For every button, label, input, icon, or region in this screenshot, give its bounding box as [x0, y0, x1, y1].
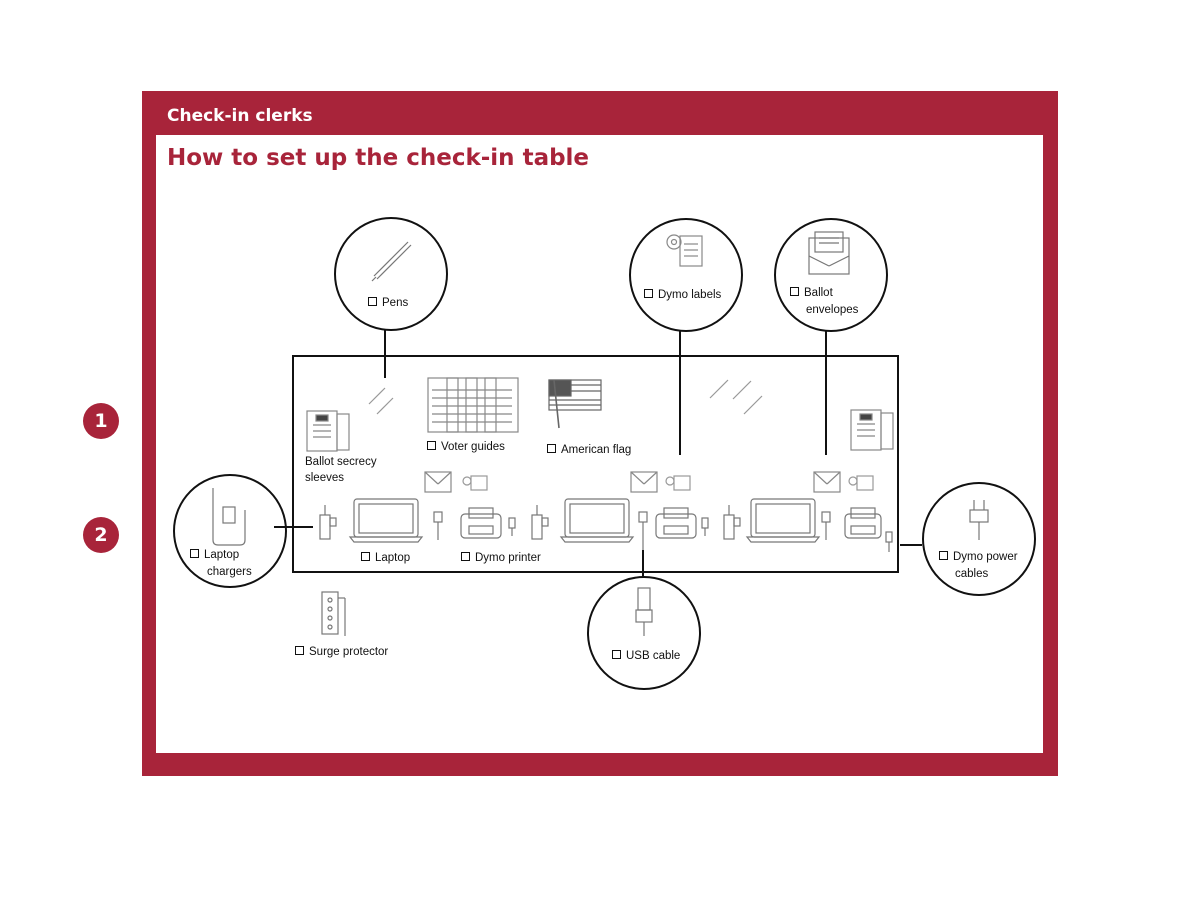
voter-guide-icon — [427, 377, 519, 433]
pens-label: Pens — [368, 296, 408, 311]
dymo-labels-callout — [629, 218, 743, 332]
american-flag-label: American flag — [547, 443, 631, 458]
laptop-label: Laptop — [361, 551, 410, 566]
usb-plug-icon — [635, 587, 653, 636]
checkbox-icon — [361, 552, 370, 561]
charger-icon — [212, 488, 246, 546]
usb-cable-callout — [587, 576, 701, 690]
surge-protector-label: Surge protector — [295, 645, 388, 660]
usb-cable-label: USB cable — [612, 649, 680, 664]
checkbox-icon — [612, 650, 621, 659]
dymo-power-callout — [922, 482, 1036, 596]
pens-on-table-icon — [368, 379, 763, 415]
laptop-chargers-callout — [173, 474, 287, 588]
dymo-power-label-line2: cables — [955, 568, 989, 580]
ballot-sleeves-label-line1: Ballot secrecy — [305, 456, 377, 468]
checkbox-icon — [190, 549, 199, 558]
laptop-station-1 — [319, 498, 516, 543]
ballot-envelopes-label-line2: envelopes — [806, 304, 859, 316]
laptop-station-3 — [723, 498, 893, 552]
label-roll-icon — [666, 234, 703, 267]
dymo-labels-label: Dymo labels — [644, 288, 721, 303]
dymo-printer-label: Dymo printer — [461, 551, 541, 566]
pens-callout — [334, 217, 448, 331]
checkbox-icon — [461, 552, 470, 561]
step-badge-1: 1 — [83, 403, 119, 439]
laptop-chargers-label-line1: Laptop — [190, 548, 239, 563]
laptop-chargers-label-line2: chargers — [207, 566, 252, 578]
step-badge-2: 2 — [83, 517, 119, 553]
checkbox-icon — [427, 441, 436, 450]
table-label-rolls — [462, 475, 874, 491]
ballot-envelopes-callout — [774, 218, 888, 332]
checkbox-icon — [939, 551, 948, 560]
dymo-power-label-line1: Dymo power — [939, 550, 1018, 565]
checkbox-icon — [790, 287, 799, 296]
table-envelopes — [424, 471, 841, 493]
checkbox-icon — [547, 444, 556, 453]
ballot-sleeves-label-line2: sleeves — [305, 472, 344, 484]
checkbox-icon — [368, 297, 377, 306]
laptop-station-2 — [531, 498, 709, 550]
ballot-sleeve-icon — [306, 410, 350, 452]
surge-protector-icon — [321, 591, 346, 636]
connector-lines — [274, 330, 922, 578]
table-outline — [292, 355, 899, 573]
section-label: Check-in clerks — [167, 106, 313, 126]
ballot-sleeve-icon-right — [850, 409, 894, 451]
envelope-icon — [808, 231, 850, 275]
voter-guides-label: Voter guides — [427, 440, 505, 455]
checkbox-icon — [644, 289, 653, 298]
page-title: How to set up the check-in table — [167, 145, 590, 171]
ballot-envelopes-label-line1: Ballot — [790, 286, 833, 301]
checkbox-icon — [295, 646, 304, 655]
pen-icon — [371, 241, 412, 282]
power-plug-icon — [969, 500, 989, 540]
american-flag-icon — [548, 379, 602, 429]
